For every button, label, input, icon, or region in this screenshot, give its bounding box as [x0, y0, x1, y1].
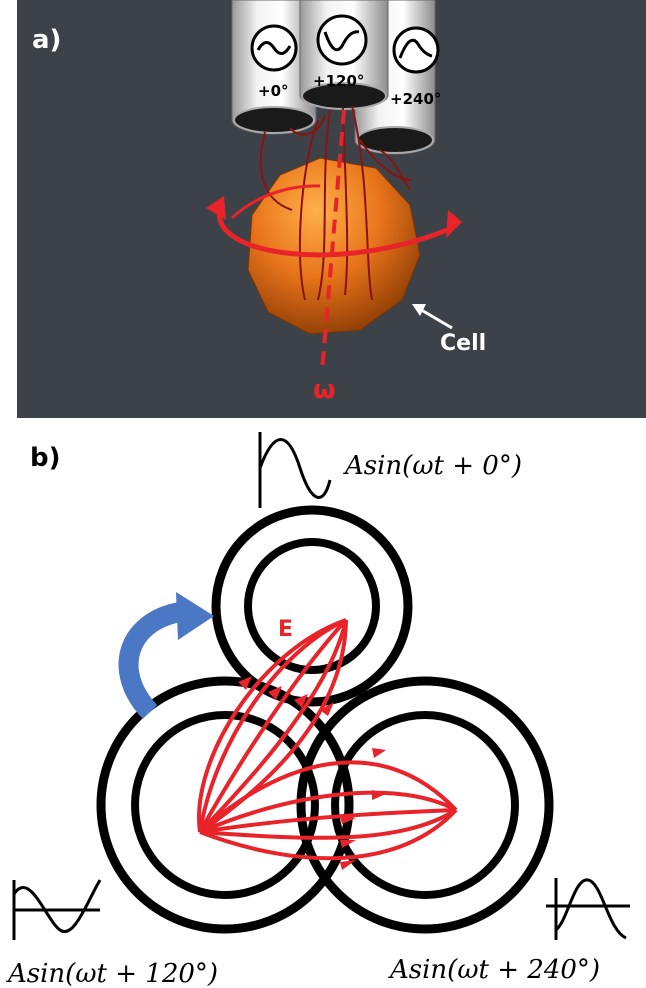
electrode-ring-left	[96, 676, 354, 934]
rotation-arrowhead-a	[206, 196, 226, 220]
phase-label-240: +240°	[390, 90, 441, 108]
cell-pointer	[417, 306, 453, 330]
sine-icon-0	[250, 24, 298, 72]
panel-a-label: a)	[32, 25, 61, 55]
panel-a-scene: +0° +120° +240° ω Cell	[32, 0, 486, 405]
field-lines-a	[259, 105, 413, 301]
waveform-icon-right	[546, 878, 630, 940]
waveform-icon-left	[12, 879, 102, 940]
field-lines-right	[198, 760, 458, 861]
waveform-icon-top	[258, 432, 332, 508]
signal-left-label: Asin(ωt + 120°)	[6, 959, 218, 988]
panel-b-label: b)	[30, 443, 61, 473]
field-arrowheads	[238, 676, 386, 870]
electrode-ring-top	[211, 505, 413, 707]
phase-label-0: +0°	[258, 82, 289, 100]
sine-icon-240	[392, 26, 440, 74]
rotation-arrowhead-b	[176, 592, 214, 640]
electrode-ring-right	[296, 676, 554, 934]
cell-pointer-head	[412, 304, 426, 316]
rotation-arrowhead-a2	[446, 210, 462, 238]
rotation-arrow-a	[217, 184, 453, 258]
panel-a: +0° +120° +240° ω Cell	[17, 0, 646, 418]
panel-b-diagram: b)	[6, 432, 630, 988]
cell-label: Cell	[440, 331, 486, 356]
field-label: E	[278, 617, 293, 642]
phase-label-120: +120°	[313, 72, 364, 90]
rotation-arrow-b	[118, 602, 183, 719]
omega-label: ω	[313, 375, 336, 405]
panel-b: b)	[0, 418, 646, 988]
sine-icon-120	[316, 14, 368, 66]
signal-right-label: Asin(ωt + 240°)	[388, 955, 600, 985]
signal-top-label: Asin(ωt + 0°)	[343, 451, 522, 481]
